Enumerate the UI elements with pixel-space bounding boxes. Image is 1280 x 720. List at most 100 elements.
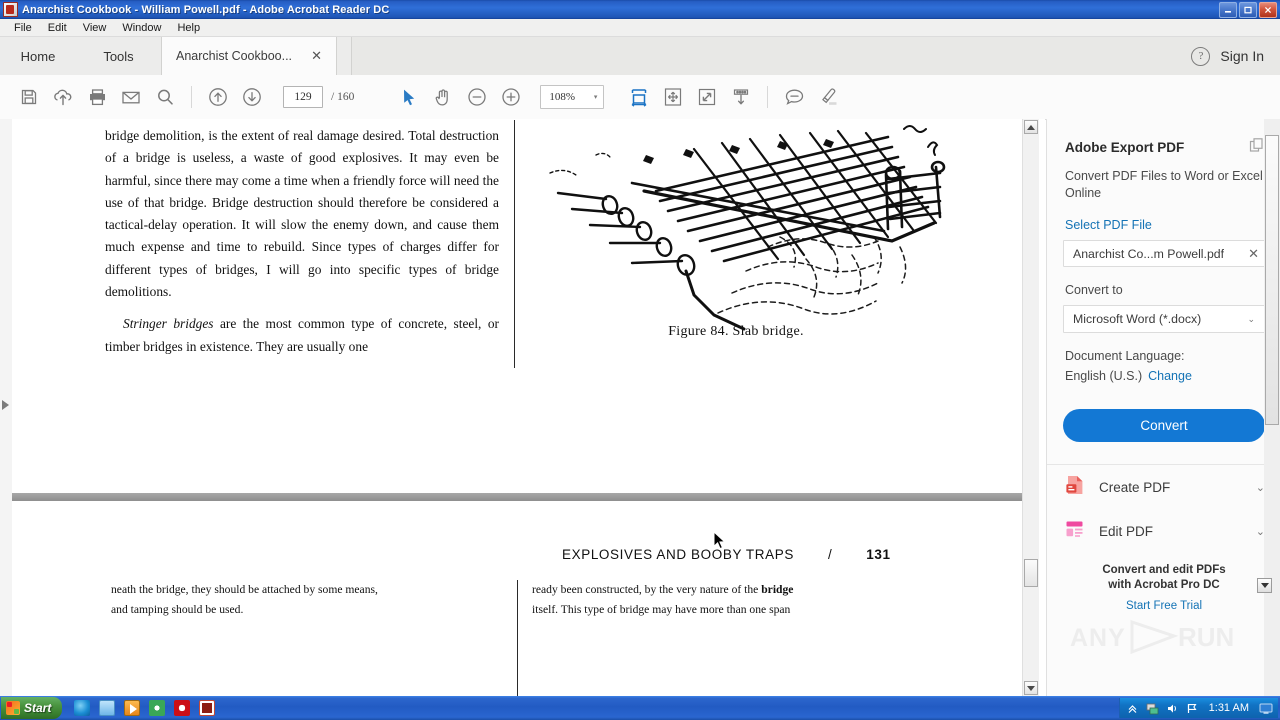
scroll-down-button[interactable] [1024,681,1038,695]
selected-file-name: Anarchist Co...m Powell.pdf [1073,246,1225,261]
help-icon[interactable]: ? [1191,46,1211,66]
menu-view[interactable]: View [82,21,107,34]
scrollbar-thumb[interactable] [1024,559,1038,587]
select-cursor-icon[interactable] [392,80,426,114]
start-button[interactable]: Start [1,697,63,719]
comment-icon[interactable] [777,80,811,114]
windows-logo-icon [6,701,20,715]
running-head-page-number: 131 [866,547,891,562]
page2-left-line-2: and tamping should be used. [111,603,244,616]
fit-width-icon[interactable] [622,80,656,114]
close-icon[interactable]: ✕ [311,48,322,63]
slab-bridge-illustration [536,119,956,334]
document-language-row: English (U.S.)Change [1047,363,1280,383]
panel-title: Adobe Export PDF [1065,140,1185,155]
expand-left-panel-icon[interactable] [2,400,9,410]
collapse-panel-button[interactable] [1257,578,1272,593]
close-button[interactable] [1259,2,1277,18]
next-page-icon[interactable] [235,80,269,114]
title-bar: Anarchist Cookbook - William Powell.pdf … [0,0,1280,19]
create-pdf-tool[interactable]: Create PDF ⌄ [1047,465,1280,509]
menu-window[interactable]: Window [122,21,162,34]
right-panel-scrollbar[interactable] [1264,119,1280,696]
print-icon[interactable] [80,80,114,114]
column-divider-2 [517,580,519,696]
highlight-icon[interactable] [811,80,845,114]
document-view[interactable]: bridge demolition, is the extent of real… [0,119,1045,696]
window-title: Anarchist Cookbook - William Powell.pdf … [22,3,390,16]
panel-divider [1047,464,1280,465]
convert-to-label: Convert to [1065,283,1123,297]
scroll-up-button[interactable] [1024,120,1038,134]
document-scrollbar[interactable] [1022,119,1039,696]
internet-explorer-icon[interactable] [74,700,91,716]
select-pdf-file-link[interactable]: Select PDF File [1065,218,1152,232]
chevron-down-icon[interactable]: ⌄ [1255,525,1265,538]
chevron-down-icon [1027,685,1035,691]
panel-subtitle: Convert PDF Files to Word or Excel Onlin… [1065,169,1263,200]
figure-caption: Figure 84. Slab bridge. [668,324,804,339]
zoom-level-select[interactable]: 108% ▾ [540,85,605,109]
windows-media-player-icon[interactable] [124,700,141,716]
opera-icon[interactable] [174,700,191,716]
convert-format-value: Microsoft Word (*.docx) [1073,312,1202,326]
clear-file-icon[interactable]: ✕ [1248,245,1259,261]
tab-home[interactable]: Home [0,37,76,75]
search-icon[interactable] [148,80,182,114]
page2-right-line-2: itself. This type of bridge may have mor… [532,603,791,616]
network-icon[interactable] [1146,702,1159,715]
start-label: Start [24,701,52,715]
copy-pages-icon[interactable] [1249,137,1265,158]
zoom-out-icon[interactable] [460,80,494,114]
windows-taskbar: Start 1:31 AM [0,696,1280,720]
edit-pdf-tool[interactable]: Edit PDF ⌄ [1047,509,1280,553]
volume-icon[interactable] [1166,702,1179,715]
show-hidden-icons-icon[interactable] [1126,702,1139,715]
menu-edit[interactable]: Edit [47,21,67,34]
menu-help[interactable]: Help [177,21,201,34]
chrome-icon[interactable] [149,700,166,716]
selected-file-field[interactable]: Anarchist Co...m Powell.pdf ✕ [1063,240,1265,267]
email-icon[interactable] [114,80,148,114]
create-pdf-icon [1065,474,1086,501]
body-paragraph-1: bridge demolition, is the extent of real… [105,128,499,300]
tab-strip-filler [337,37,352,75]
folder-icon[interactable] [99,700,116,716]
scroll-mode-icon[interactable] [724,80,758,114]
signin-button[interactable]: Sign In [1220,48,1264,64]
hand-icon[interactable] [426,80,460,114]
acrobat-pro-promo: Convert and edit PDFs with Acrobat Pro D… [1047,563,1280,593]
italic-term: Stringer bridges [123,316,214,332]
zoom-in-icon[interactable] [494,80,528,114]
menu-file[interactable]: File [14,21,32,34]
acrobat-reader-icon[interactable] [199,700,216,716]
right-panel-scrollbar-thumb[interactable] [1265,135,1279,425]
running-head-title: EXPLOSIVES AND BOOBY TRAPS [562,547,794,562]
fullscreen-icon[interactable] [690,80,724,114]
quick-launch-bar [74,700,216,716]
page2-left-line-1: neath the bridge, they should be attache… [111,583,378,596]
upload-cloud-icon[interactable] [46,80,80,114]
clock[interactable]: 1:31 AM [1208,702,1249,714]
tab-document[interactable]: Anarchist Cookboo... ✕ [161,37,337,75]
convert-format-select[interactable]: Microsoft Word (*.docx) ⌄ [1063,305,1265,333]
toolbar-separator-2 [767,86,769,108]
flag-icon[interactable] [1186,702,1199,715]
tab-tools[interactable]: Tools [76,37,161,75]
change-language-link[interactable]: Change [1148,369,1192,383]
signin-area: ? Sign In [1191,37,1280,75]
previous-page-icon[interactable] [201,80,235,114]
display-icon[interactable] [1259,702,1273,715]
save-icon[interactable] [12,80,46,114]
convert-button[interactable]: Convert [1063,409,1265,442]
page2-right-line-1-text: ready been constructed, by the very natu… [532,583,759,596]
maximize-button[interactable] [1239,2,1257,18]
chevron-down-icon[interactable]: ⌄ [1255,481,1265,494]
column-divider [514,120,516,368]
page-number-input[interactable]: 129 [283,86,323,108]
minimize-button[interactable] [1219,2,1237,18]
start-free-trial-link[interactable]: Start Free Trial [1125,600,1203,612]
edit-pdf-label: Edit PDF [1099,523,1154,539]
fit-page-icon[interactable] [656,80,690,114]
